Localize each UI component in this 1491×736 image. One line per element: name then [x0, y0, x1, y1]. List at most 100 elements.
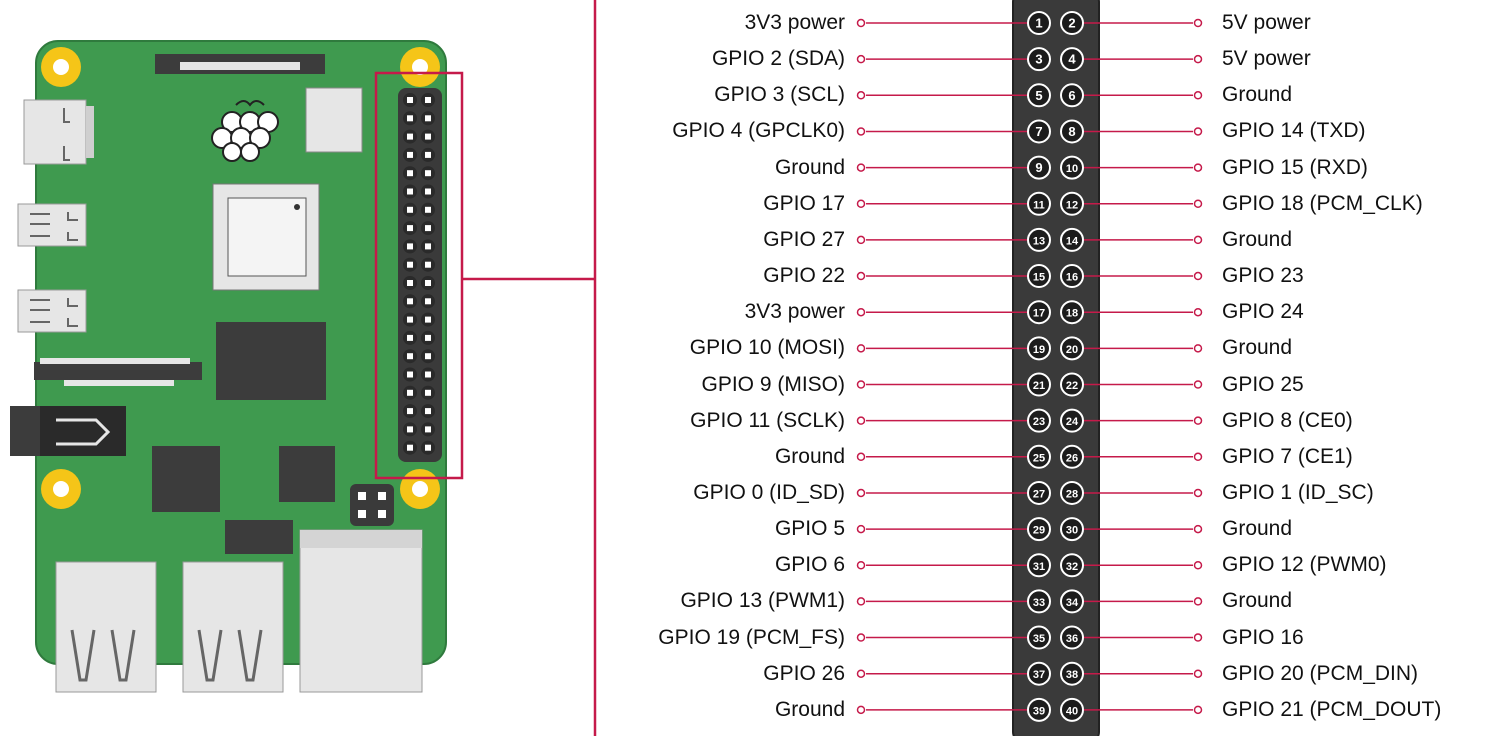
board-pin	[403, 276, 417, 290]
board-pin	[421, 239, 435, 254]
pin-label-2: 5V power	[1222, 11, 1311, 34]
usb-c-port	[23, 99, 94, 165]
pin-leader-end	[856, 54, 866, 64]
pin-number: 34	[1066, 597, 1079, 609]
pin-number: 13	[1033, 235, 1045, 247]
micro-hdmi-port-0	[17, 203, 87, 247]
pin-30: 30	[1060, 517, 1084, 542]
gpio-header-strip	[1012, 0, 1100, 736]
pin-34: 34	[1060, 589, 1084, 614]
pin-label-9: Ground	[774, 155, 845, 179]
pin-label-20: Ground	[1222, 336, 1293, 360]
pin-leader-end	[1193, 127, 1203, 136]
pin-number: 1	[1035, 16, 1042, 31]
pin-21: 21	[1027, 372, 1051, 397]
pin-number: 35	[1033, 633, 1045, 645]
header-highlight-box	[374, 71, 464, 480]
raspberry-pi-logo	[211, 100, 279, 162]
pin-label-26: GPIO 7 (CE1)	[1222, 444, 1353, 468]
pin-label-32: GPIO 12 (PWM0)	[1222, 553, 1387, 577]
usb-controller-chip	[152, 446, 220, 512]
mounting-hole	[41, 47, 81, 87]
pin-32: 32	[1060, 553, 1084, 578]
pin-label-31: GPIO 6	[774, 553, 845, 577]
pin-number: 17	[1033, 308, 1045, 320]
pin-label-5: GPIO 3 (SCL)	[714, 83, 845, 107]
pin-leader-end	[856, 18, 866, 28]
pin-number: 38	[1066, 669, 1078, 681]
pin-number: 6	[1068, 88, 1075, 103]
pin-leader-end	[1193, 488, 1203, 498]
pin-16: 16	[1060, 264, 1084, 289]
camera-connector	[34, 358, 202, 386]
pin-18: 18	[1060, 300, 1084, 325]
pin-26: 26	[1060, 444, 1084, 469]
pin-31: 31	[1027, 553, 1051, 578]
pin-label-6: Ground	[1222, 83, 1293, 107]
pin-number: 24	[1066, 416, 1079, 428]
board-pin	[403, 111, 417, 126]
pin-17: 17	[1027, 300, 1051, 325]
ram-chip	[216, 322, 326, 400]
pin-leader-end	[856, 235, 866, 245]
board-pin	[421, 367, 435, 382]
pin-leader-end	[1193, 705, 1203, 715]
pin-label-4: 5V power	[1222, 47, 1311, 71]
board-pin	[403, 93, 417, 107]
pin-number: 33	[1033, 597, 1045, 609]
board-pin	[421, 129, 435, 144]
pin-number: 16	[1066, 272, 1078, 284]
pin-39: 39	[1027, 697, 1051, 722]
pin-label-19: GPIO 10 (MOSI)	[689, 336, 845, 360]
board-pin	[421, 294, 435, 309]
board-pin	[421, 385, 435, 400]
pin-29: 29	[1027, 517, 1051, 542]
board-pin	[421, 93, 435, 107]
mounting-hole	[400, 47, 440, 87]
pin-label-40: GPIO 21 (PCM_DOUT)	[1222, 697, 1442, 721]
pin-40: 40	[1060, 697, 1084, 722]
pin-3: 3	[1027, 47, 1051, 72]
audio-jack	[10, 406, 126, 456]
pin-label-34: Ground	[1222, 589, 1293, 613]
micro-hdmi-port-1	[17, 289, 87, 333]
pin-label-24: GPIO 8 (CE0)	[1222, 408, 1353, 432]
pin-number: 22	[1066, 380, 1078, 392]
pin-19: 19	[1027, 336, 1051, 361]
pin-leader-end	[856, 344, 866, 353]
board-pin	[421, 404, 435, 419]
usb-port-0	[55, 561, 157, 693]
pin-33: 33	[1027, 589, 1051, 614]
pin-number: 18	[1066, 308, 1078, 320]
soc-chip	[212, 183, 320, 291]
pin-number: 2	[1068, 16, 1075, 31]
board-pin	[403, 257, 417, 272]
board-pin	[403, 349, 417, 364]
pin-leader-end	[856, 271, 866, 281]
pin-number: 19	[1033, 344, 1045, 356]
pin-label-1: 3V3 power	[744, 11, 845, 34]
display-connector	[155, 54, 325, 74]
pin-leader-end	[1193, 91, 1203, 100]
pin-label-30: Ground	[1222, 517, 1293, 541]
pin-number: 20	[1066, 344, 1078, 356]
pin-number: 10	[1066, 163, 1078, 175]
board-pin	[403, 294, 417, 309]
pin-label-18: GPIO 24	[1222, 300, 1304, 324]
board-pin	[421, 440, 435, 455]
board-pin	[403, 129, 417, 144]
pin-label-14: Ground	[1222, 227, 1293, 251]
pin-leader-end	[856, 307, 866, 317]
pin-number: 9	[1035, 160, 1042, 175]
pin-leader-end	[1193, 452, 1203, 462]
pin-label-7: GPIO 4 (GPCLK0)	[672, 119, 845, 143]
board-pin	[403, 367, 417, 382]
board-pin	[403, 239, 417, 254]
pin-25: 25	[1027, 444, 1051, 469]
pin-number: 7	[1035, 124, 1042, 139]
pin-leader-end	[856, 380, 866, 389]
pin-leader-end	[1193, 54, 1203, 64]
board-pin	[403, 404, 417, 419]
pin-35: 35	[1027, 625, 1051, 650]
